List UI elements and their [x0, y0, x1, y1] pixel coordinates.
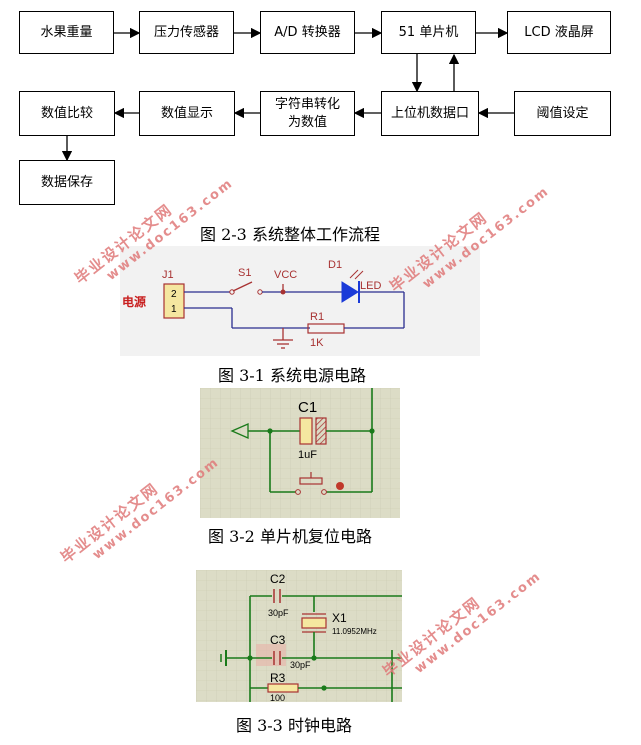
box-ad-converter: A/D 转换器 [260, 11, 355, 54]
box-fruit-weight: 水果重量 [19, 11, 114, 54]
j1-pin2: 2 [171, 289, 177, 300]
s1-switch-left [229, 289, 235, 295]
box-pressure-sensor: 压力传感器 [139, 11, 234, 54]
box-display: 数值显示 [139, 91, 235, 136]
x1-label: X1 [332, 611, 347, 625]
box-threshold: 阈值设定 [514, 91, 611, 136]
capacitor-c1 [299, 417, 313, 445]
reset-circuit-schematic: C1 1uF [200, 388, 400, 518]
led-d1 [341, 281, 359, 303]
c1-label: C1 [298, 399, 317, 416]
x1-value: 11.0952MHz [332, 627, 377, 636]
led-label: LED [360, 280, 381, 292]
caption-fig-2-3: 图 2-3 系统整体工作流程 [200, 225, 380, 244]
box-compare: 数值比较 [19, 91, 115, 136]
reset-probe [336, 482, 344, 490]
caption-fig-3-3: 图 3-3 时钟电路 [236, 716, 352, 735]
c1-value: 1uF [298, 449, 317, 461]
box-save: 数据保存 [19, 160, 115, 205]
box-pc-port: 上位机数据口 [381, 91, 479, 136]
resistor-r3 [267, 683, 299, 693]
d1-label: D1 [328, 259, 342, 271]
vcc-label: VCC [274, 269, 297, 281]
power-circuit-schematic: J1 2 1 电源 S1 VCC D1 LED R1 1K [122, 259, 405, 349]
s1-label: S1 [238, 267, 251, 279]
clock-circuit-schematic: C2 30pF X1 11.0952MHz C3 30pF R3 100 [196, 570, 402, 703]
box-string-convert: 字符串转化为数值 [260, 91, 355, 136]
j1-connector [163, 283, 185, 319]
r3-label: R3 [270, 671, 286, 685]
reset-circuit-panel: C1 1uF [200, 388, 400, 518]
c3-label: C3 [270, 633, 286, 647]
power-label: 电源 [122, 294, 146, 309]
s1-switch-right [257, 289, 263, 295]
crystal-x1 [301, 617, 327, 629]
c2-value: 30pF [268, 608, 289, 618]
j1-label: J1 [162, 269, 174, 281]
clock-circuit-panel: C2 30pF X1 11.0952MHz C3 30pF R3 100 [196, 570, 402, 703]
r3-value: 100 [270, 693, 285, 702]
r1-value: 1K [310, 337, 324, 349]
resistor-r1 [307, 323, 345, 334]
c2-label: C2 [270, 572, 286, 586]
flowchart-arrows [61, 27, 514, 162]
box-lcd: LCD 液晶屏 [507, 11, 611, 54]
box-mcu51: 51 单片机 [381, 11, 476, 54]
caption-fig-3-2: 图 3-2 单片机复位电路 [208, 527, 372, 546]
r1-label: R1 [310, 311, 324, 323]
caption-fig-3-1: 图 3-1 系统电源电路 [218, 366, 366, 385]
power-circuit-panel: J1 2 1 电源 S1 VCC D1 LED R1 1K [120, 246, 480, 356]
j1-pin1: 1 [171, 304, 177, 315]
s1-switch-blade [232, 281, 253, 292]
c3-value: 30pF [290, 660, 311, 670]
